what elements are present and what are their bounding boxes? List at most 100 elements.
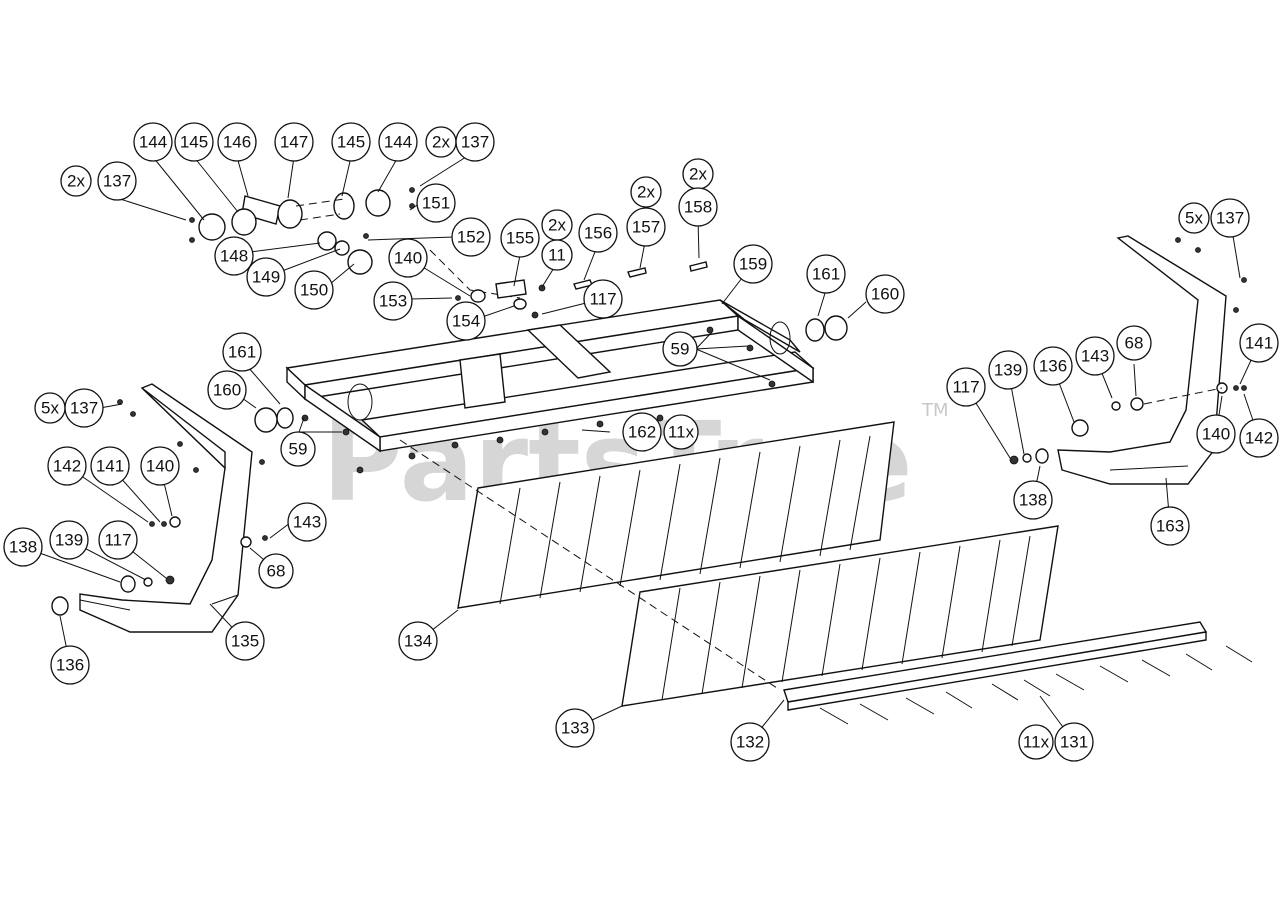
svg-text:161: 161: [812, 265, 840, 284]
callout-151: 151: [416, 183, 456, 223]
callout-156: 156: [578, 213, 618, 253]
left-arm: [51, 383, 268, 633]
callout-117: 117: [583, 279, 623, 319]
svg-text:148: 148: [220, 247, 248, 266]
svg-text:5x: 5x: [1185, 209, 1203, 228]
svg-text:136: 136: [56, 656, 84, 675]
svg-text:2x: 2x: [548, 216, 566, 235]
callout-141: 141: [1239, 323, 1279, 363]
svg-text:162: 162: [628, 423, 656, 442]
svg-text:142: 142: [53, 457, 81, 476]
callout-qty-2x: 2x: [682, 158, 714, 190]
callout-134: 134: [398, 621, 438, 661]
callout-141: 141: [90, 446, 130, 486]
flap-133: [621, 525, 1059, 707]
callout-137: 137: [1210, 198, 1250, 238]
callout-140: 140: [140, 446, 180, 486]
svg-text:161: 161: [228, 343, 256, 362]
svg-text:139: 139: [994, 361, 1022, 380]
svg-text:11x: 11x: [668, 423, 695, 442]
svg-text:131: 131: [1060, 733, 1088, 752]
svg-text:150: 150: [300, 281, 328, 300]
callout-59: 59: [280, 431, 316, 467]
svg-text:160: 160: [213, 381, 241, 400]
svg-text:159: 159: [739, 255, 767, 274]
left-bearing: [254, 407, 278, 433]
callout-68: 68: [1116, 325, 1152, 361]
callout-144: 144: [133, 122, 173, 162]
callout-qty-2x: 2x: [541, 209, 573, 241]
svg-text:137: 137: [1216, 209, 1244, 228]
svg-text:68: 68: [1125, 334, 1144, 353]
callout-qty-11x: 11x: [663, 414, 699, 450]
callout-137: 137: [455, 122, 495, 162]
callout-qty-2x: 2x: [60, 165, 92, 197]
svg-text:156: 156: [584, 224, 612, 243]
svg-text:117: 117: [104, 531, 131, 550]
svg-text:5x: 5x: [41, 399, 59, 418]
callout-142: 142: [47, 446, 87, 486]
callout-136: 136: [50, 645, 90, 685]
callout-152: 152: [451, 217, 491, 257]
svg-text:144: 144: [139, 133, 167, 152]
callout-143: 143: [287, 502, 327, 542]
svg-text:11x: 11x: [1023, 733, 1050, 752]
callout-140: 140: [1196, 414, 1236, 454]
callout-160: 160: [865, 274, 905, 314]
svg-text:2x: 2x: [637, 183, 655, 202]
callout-147: 147: [274, 122, 314, 162]
svg-text:158: 158: [684, 198, 712, 217]
retainer-strip: [783, 621, 1208, 711]
svg-text:152: 152: [457, 228, 485, 247]
callout-154: 154: [446, 301, 486, 341]
svg-text:140: 140: [146, 457, 174, 476]
callout-150: 150: [294, 270, 334, 310]
svg-text:153: 153: [379, 292, 407, 311]
callout-161: 161: [806, 254, 846, 294]
svg-text:145: 145: [337, 133, 365, 152]
svg-text:68: 68: [267, 562, 286, 581]
callout-117: 117: [946, 367, 986, 407]
callout-160: 160: [207, 370, 247, 410]
svg-text:163: 163: [1156, 517, 1184, 536]
svg-text:146: 146: [223, 133, 251, 152]
callout-117: 117: [98, 520, 138, 560]
callout-155: 155: [500, 218, 540, 258]
callout-139: 139: [988, 350, 1028, 390]
bolts-131: [819, 645, 1253, 725]
callout-131: 131: [1054, 722, 1094, 762]
svg-text:59: 59: [289, 440, 308, 459]
svg-text:141: 141: [1245, 334, 1273, 353]
svg-text:160: 160: [871, 285, 899, 304]
right-seal: [805, 318, 825, 342]
svg-text:144: 144: [384, 133, 412, 152]
svg-text:135: 135: [231, 632, 259, 651]
svg-text:59: 59: [671, 340, 690, 359]
callout-137: 137: [97, 161, 137, 201]
callout-11: 11: [541, 239, 573, 271]
callout-59: 59: [662, 331, 698, 367]
callout-144: 144: [378, 122, 418, 162]
callout-145: 145: [331, 122, 371, 162]
svg-text:154: 154: [452, 312, 480, 331]
right-arm: [1009, 235, 1247, 485]
callout-132: 132: [730, 722, 770, 762]
callout-qty-5x: 5x: [1178, 202, 1210, 234]
callout-159: 159: [733, 244, 773, 284]
callout-136: 136: [1033, 346, 1073, 386]
callout-qty-11x: 11x: [1018, 724, 1054, 760]
callout-137: 137: [64, 388, 104, 428]
svg-text:134: 134: [404, 632, 432, 651]
svg-text:138: 138: [1019, 491, 1047, 510]
svg-text:133: 133: [561, 719, 589, 738]
callout-149: 149: [246, 257, 286, 297]
callout-qty-2x: 2x: [630, 176, 662, 208]
svg-text:137: 137: [103, 172, 131, 191]
svg-text:137: 137: [70, 399, 98, 418]
svg-text:149: 149: [252, 268, 280, 287]
callout-qty-2x: 2x: [425, 126, 457, 158]
svg-text:157: 157: [632, 218, 660, 237]
svg-text:141: 141: [96, 457, 124, 476]
callout-163: 163: [1150, 506, 1190, 546]
svg-text:145: 145: [180, 133, 208, 152]
